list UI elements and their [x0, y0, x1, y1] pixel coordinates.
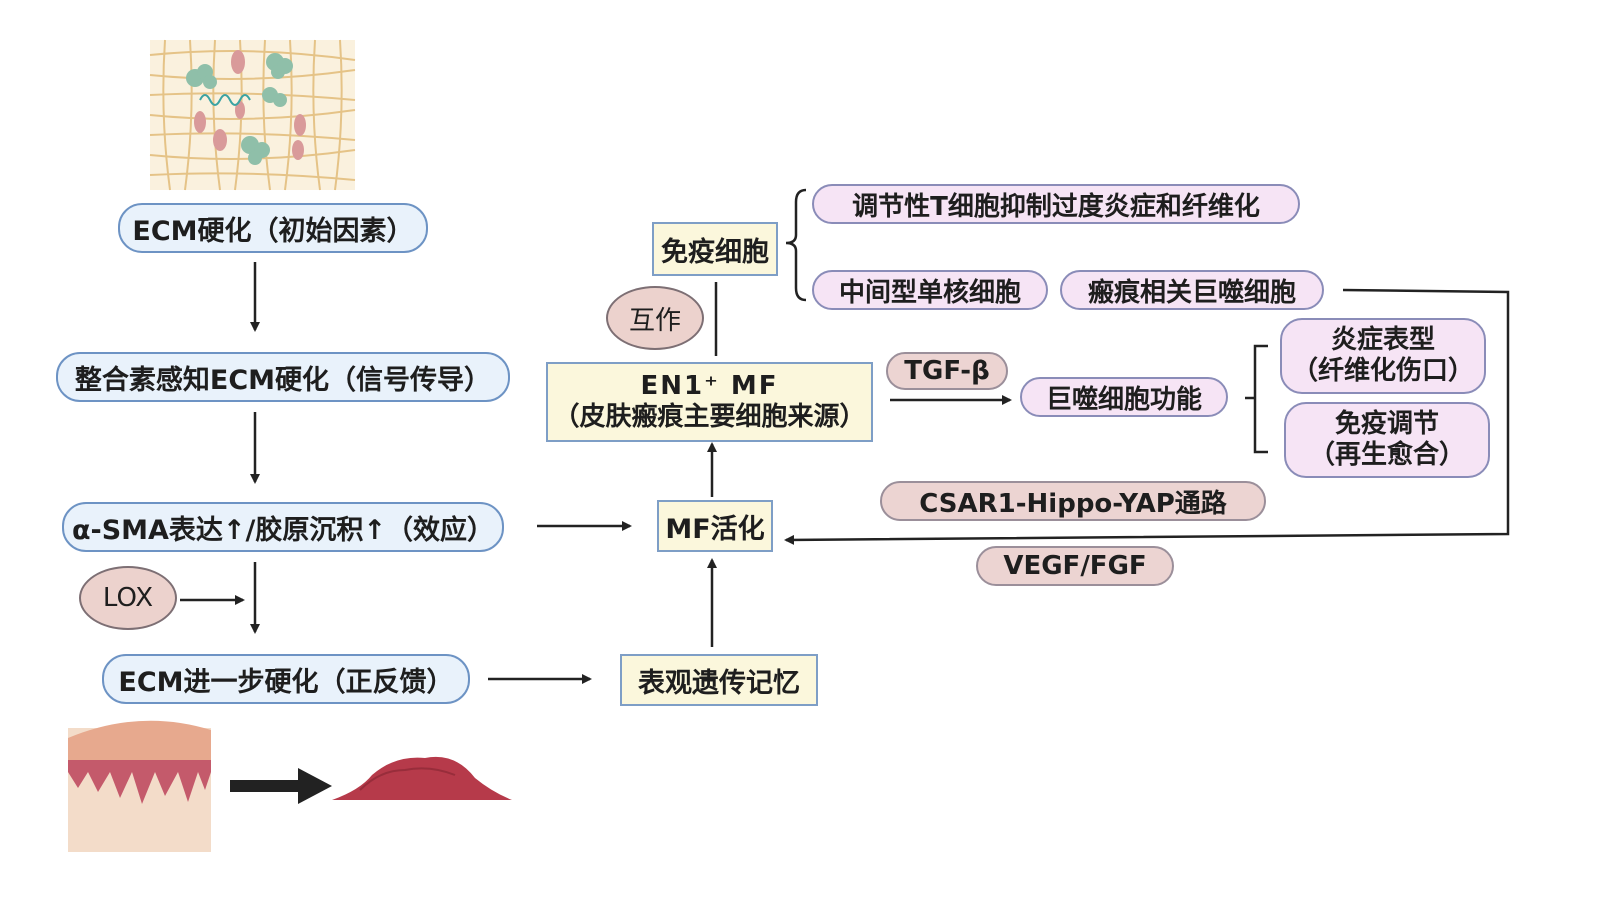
- brace-immune: [785, 188, 807, 302]
- arrow-feedback-to-mf: [784, 288, 1510, 545]
- node-vegf-fgf: VEGF/FGF: [976, 546, 1174, 586]
- en1-subtitle: （皮肤瘢痕主要细胞来源）: [553, 402, 866, 432]
- node-macrophage-function: 巨噬细胞功能: [1020, 377, 1228, 417]
- node-further-stiffening: ECM进一步硬化（正反馈）: [102, 654, 470, 704]
- inflammatory-line2: （纤维化伤口）: [1291, 356, 1474, 386]
- scar-tissue-illustration: [332, 756, 512, 800]
- node-csar1-pathway: CSAR1-Hippo-YAP通路: [880, 481, 1266, 521]
- immune-reg-line1: 免疫调节: [1334, 408, 1439, 439]
- node-immune-regulation: 免疫调节 （再生愈合）: [1284, 402, 1490, 478]
- node-en1-mf: EN1⁺ MF （皮肤瘢痕主要细胞来源）: [546, 362, 873, 442]
- node-intermediate-monocyte: 中间型单核细胞: [812, 270, 1048, 310]
- node-inflammatory-phenotype: 炎症表型 （纤维化伤口）: [1280, 318, 1486, 394]
- node-lox: LOX: [79, 566, 177, 630]
- node-scar-macrophage: 瘢痕相关巨噬细胞: [1060, 270, 1324, 310]
- node-treg: 调节性T细胞抑制过度炎症和纤维化: [812, 184, 1300, 224]
- skin-cross-section-illustration: [68, 720, 211, 852]
- bracket-macrophage: [1245, 344, 1268, 454]
- node-interaction: 互作: [606, 286, 704, 350]
- node-tgf-beta: TGF-β: [886, 352, 1008, 390]
- node-mf-activation: MF活化: [657, 500, 773, 552]
- ecm-mesh-illustration: [149, 39, 356, 191]
- progression-arrow: [230, 768, 332, 804]
- inflammatory-line1: 炎症表型: [1330, 324, 1435, 355]
- node-ecm-stiffening: ECM硬化（初始因素）: [118, 203, 428, 253]
- node-effect: α-SMA表达↑/胶原沉积↑（效应）: [62, 502, 504, 552]
- node-epigenetic-memory: 表观遗传记忆: [620, 654, 818, 706]
- en1-title: EN1⁺ MF: [640, 370, 779, 401]
- node-immune-cells: 免疫细胞: [652, 222, 778, 276]
- immune-reg-line2: （再生愈合）: [1308, 440, 1465, 470]
- node-integrin-sensing: 整合素感知ECM硬化（信号传导）: [56, 352, 510, 402]
